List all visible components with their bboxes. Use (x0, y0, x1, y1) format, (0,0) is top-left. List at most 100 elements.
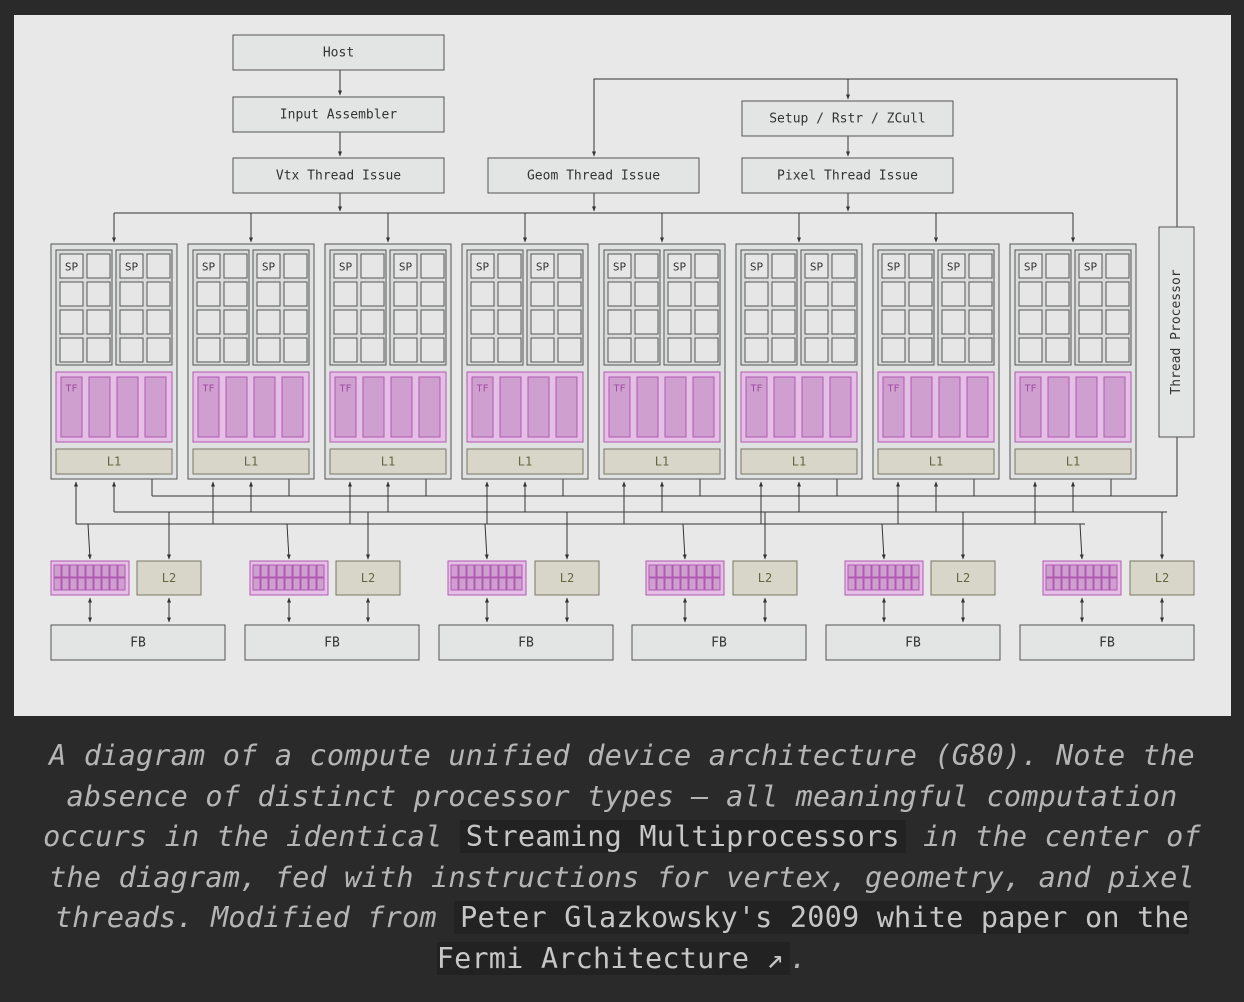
sp-cell (497, 309, 522, 335)
tf-cell (116, 376, 139, 438)
sp-cell (530, 281, 555, 307)
sp-cell (256, 281, 281, 307)
frame-buffer-2 (438, 624, 614, 661)
tf-cell (390, 376, 413, 438)
caption-link-fermi-white-paper[interactable]: Peter Glazkowsky's 2009 white paper on t… (436, 901, 1190, 975)
tf-cell (281, 376, 304, 438)
sp-cell (607, 309, 632, 335)
frame-buffer-1 (244, 624, 420, 661)
l1-cache-3 (466, 448, 584, 475)
sp-cell (744, 309, 769, 335)
tf-array-cell (1045, 577, 1054, 591)
l1-label: L1 (381, 455, 395, 469)
tf-array-cell (252, 577, 261, 591)
sp-cell (530, 337, 555, 363)
sp-cell (119, 337, 144, 363)
sp-label: SP (202, 261, 216, 274)
l1-label: L1 (929, 455, 943, 469)
tf-array-cell (498, 564, 507, 578)
thread-processor-label: Thread Processor (1169, 269, 1184, 394)
sp-cell (1105, 281, 1130, 307)
sp-cell (771, 337, 796, 363)
tf-array-cell (498, 577, 507, 591)
l1-cache-4 (603, 448, 721, 475)
sp-label: SP (673, 261, 687, 274)
sp-cell (256, 309, 281, 335)
l2-label: L2 (758, 571, 772, 585)
sp-cell (1105, 309, 1130, 335)
sp-cell (557, 309, 582, 335)
tf-array-cell (887, 577, 896, 591)
l2-cache-0 (136, 560, 202, 596)
sp-cell (667, 337, 692, 363)
tf-array-cell (260, 577, 269, 591)
tf-label: TF (476, 384, 488, 395)
sp-cell (771, 309, 796, 335)
fb-label: FB (324, 636, 340, 651)
sp-cell (804, 337, 829, 363)
sp-cell (607, 337, 632, 363)
sp-cell (771, 253, 796, 279)
tf-array-cell (704, 564, 713, 578)
host-box-label: Host (323, 46, 354, 61)
tf-array-cell (93, 577, 102, 591)
sp-cell (360, 253, 385, 279)
xbar-to-tf-4 (881, 523, 886, 560)
caption-text-1: A diagram of a compute unified device ar… (43, 739, 1195, 853)
tf-array-cell (276, 577, 285, 591)
sp-cell (333, 281, 358, 307)
sp-cell (831, 281, 856, 307)
tf-array-cell (260, 564, 269, 578)
tf-array-cell (77, 564, 86, 578)
tf-array-cell (53, 577, 62, 591)
tf-label: TF (339, 384, 351, 395)
frame-buffer-4 (825, 624, 1001, 661)
tf-array-cell (664, 564, 673, 578)
tf-array-cell (1077, 577, 1086, 591)
tf-array-cell (1053, 577, 1062, 591)
sp-cell (59, 253, 84, 279)
tf-cell (499, 376, 522, 438)
sp-cell (968, 281, 993, 307)
tf-array-cell (911, 564, 920, 578)
input-assembler-box-label: Input Assembler (280, 108, 398, 123)
sp-cell (634, 281, 659, 307)
l2-cache-3 (732, 560, 798, 596)
tf-cell (334, 376, 357, 438)
tf-array-cell (1069, 564, 1078, 578)
frame-buffer-3 (631, 624, 807, 661)
sp-label: SP (125, 261, 139, 274)
tf-array-cell (77, 577, 86, 591)
tf-array-cell (69, 564, 78, 578)
sp-cell (634, 337, 659, 363)
tf-label: TF (887, 384, 899, 395)
tf-array-cell (300, 577, 309, 591)
tf-array-cell (1109, 564, 1118, 578)
l2-label: L2 (560, 571, 574, 585)
tf-cell (938, 376, 961, 438)
tf-array-cell (109, 564, 118, 578)
tf-cell (608, 376, 631, 438)
tf-array-cell (863, 577, 872, 591)
tf-array-cell (268, 564, 277, 578)
tf-array-cell (1069, 577, 1078, 591)
tf-array-cell (704, 577, 713, 591)
xbar-to-tf-5 (1079, 523, 1084, 560)
sp-cell (804, 253, 829, 279)
sp-cell (119, 309, 144, 335)
sp-cell (694, 253, 719, 279)
sp-cell (667, 309, 692, 335)
sp-cell (667, 281, 692, 307)
tf-cell (801, 376, 824, 438)
sp-cell (497, 337, 522, 363)
sp-cell (333, 337, 358, 363)
sp-cell (283, 309, 308, 335)
tf-array-cell (109, 577, 118, 591)
l1-cache-1 (192, 448, 310, 475)
sp-cell (941, 253, 966, 279)
tf-cell (418, 376, 441, 438)
sp-cell (283, 337, 308, 363)
sp-cell (196, 281, 221, 307)
tf-cell (882, 376, 905, 438)
l1-cache-7 (1014, 448, 1132, 475)
